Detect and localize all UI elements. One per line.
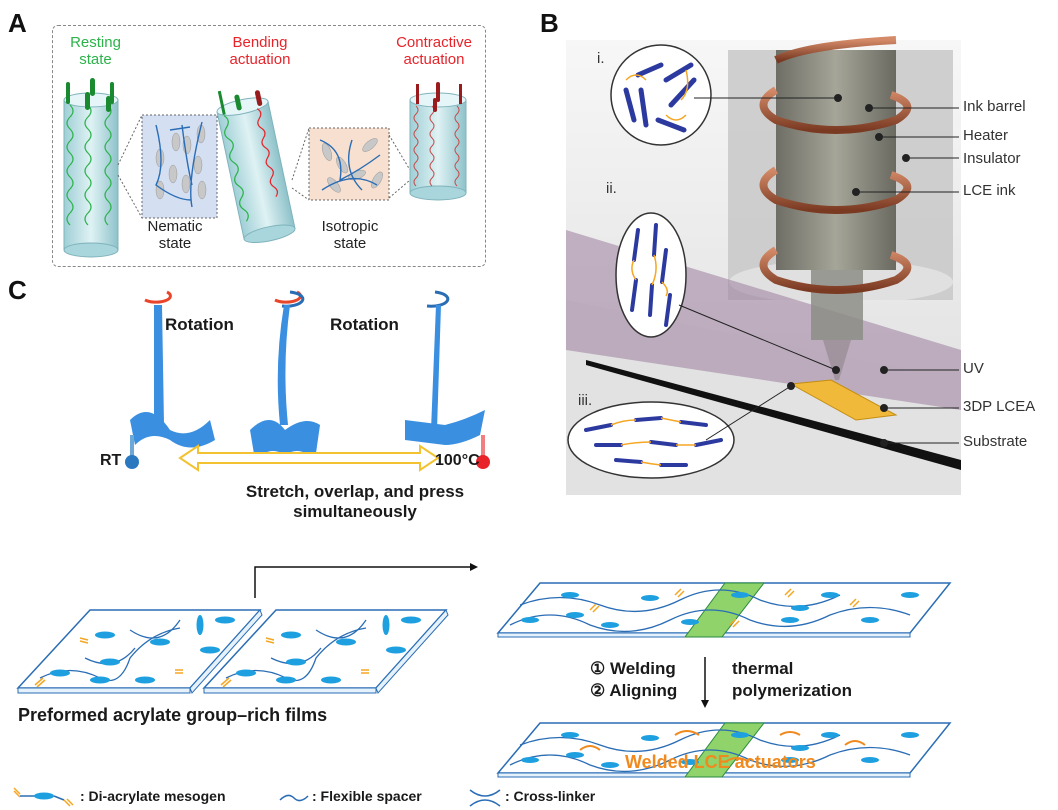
resting-state-line2: state: [79, 51, 112, 68]
welded-film: [496, 722, 952, 778]
rotation-arrow-middle: [274, 290, 305, 308]
nematic-line2: state: [158, 235, 192, 252]
flexible-spacer-icon: [279, 794, 309, 802]
contractive-line2: actuation: [403, 51, 465, 68]
isotropic-inset: [291, 127, 411, 201]
preformed-film-left: [16, 609, 263, 694]
panel-c-films: [13, 563, 952, 807]
twisted-ribbon-rt: [130, 305, 215, 448]
step2-method-line2: polymerization: [732, 681, 852, 700]
callout-uv: UV: [963, 360, 984, 377]
overlapped-film: [496, 582, 952, 638]
rotation-label-1: Rotation: [165, 315, 234, 334]
legend-crosslinker-label: : Cross-linker: [505, 788, 596, 804]
rotation-arrow-left: [144, 290, 172, 304]
step2-method-line1: thermal: [732, 659, 794, 678]
legend-spacer-label: : Flexible spacer: [312, 788, 422, 804]
panel-label-c: C: [8, 275, 27, 305]
resting-cylinder: [63, 78, 119, 258]
callout-3dp-lcea: 3DP LCEA: [963, 398, 1036, 415]
reversible-double-arrow: [178, 444, 440, 472]
step2-aligning: ② Aligning: [590, 681, 678, 700]
zoom-circle-iii: [567, 401, 735, 479]
isotropic-line1: Isotropic: [321, 218, 379, 235]
step1-line1: Stretch, overlap, and press: [245, 482, 465, 501]
leader-lines: [678, 94, 959, 447]
bending-line1: Bending: [232, 34, 288, 51]
rotation-label-2: Rotation: [330, 315, 399, 334]
bending-line2: actuation: [229, 51, 291, 68]
preformed-film-right: [202, 609, 449, 694]
resting-state-line1: Resting: [70, 34, 121, 51]
callout-substrate: Substrate: [963, 433, 1028, 450]
bending-actuation-label: Bending actuation: [220, 34, 300, 68]
contractive-line1: Contractive: [396, 34, 472, 51]
nematic-inset: [117, 114, 218, 219]
temp-high-label: 100°C: [435, 452, 480, 469]
callout-lce-ink: LCE ink: [963, 182, 1016, 199]
legend-mesogen-label: : Di-acrylate mesogen: [80, 788, 226, 804]
panel-b-illustration: [566, 36, 961, 495]
callout-ink-barrel: Ink barrel: [963, 98, 1026, 115]
zoom-label-iii: iii.: [578, 392, 593, 409]
thermometer-hot-icon: [476, 435, 490, 469]
thermometer-cold-icon: [125, 435, 139, 469]
isotropic-line2: state: [333, 235, 367, 252]
nematic-line1: Nematic: [147, 218, 203, 235]
resting-state-label: Resting state: [58, 34, 133, 68]
printed-lcea: [789, 379, 898, 421]
callout-insulator: Insulator: [963, 150, 1021, 167]
result-caption: Welded LCE actuators: [625, 752, 816, 772]
step2-welding: ① Welding: [590, 659, 676, 678]
zoom-circle-ii: [615, 212, 687, 338]
zoom-label-i: i.: [597, 50, 605, 67]
bending-cylinder: [216, 90, 296, 244]
step1-label: Stretch, overlap, and press simultaneous…: [205, 482, 505, 522]
rotation-arrow-right: [426, 290, 450, 308]
nematic-state-label: Nematic state: [140, 218, 210, 252]
callout-heater: Heater: [963, 127, 1009, 144]
isotropic-state-label: Isotropic state: [310, 218, 390, 252]
temp-low-label: RT: [100, 452, 122, 469]
zoom-circle-i: [610, 44, 712, 146]
di-acrylate-mesogen-icon: [13, 787, 74, 807]
panel-a-frame: [52, 25, 486, 267]
contractive-cylinder: [409, 82, 467, 201]
ink-barrel: [776, 50, 896, 270]
films-caption: Preformed acrylate group–rich films: [18, 705, 328, 725]
twisted-ribbon-100c: [405, 305, 485, 445]
contractive-actuation-label: Contractive actuation: [384, 34, 484, 68]
twisted-ribbon-mid: [250, 305, 320, 460]
panel-label-b: B: [540, 8, 559, 38]
step2-label: ① Welding ② Aligning: [590, 658, 677, 702]
zoom-label-ii: ii.: [606, 180, 617, 197]
step1-arrow: [254, 566, 470, 598]
panel-label-a: A: [8, 8, 27, 38]
panel-a-illustration: [63, 78, 467, 258]
step1-line2: simultaneously: [293, 502, 417, 521]
panel-c-ribbons: [125, 290, 490, 472]
cross-linker-icon: [469, 789, 501, 807]
step2-method: thermal polymerization: [732, 658, 852, 702]
